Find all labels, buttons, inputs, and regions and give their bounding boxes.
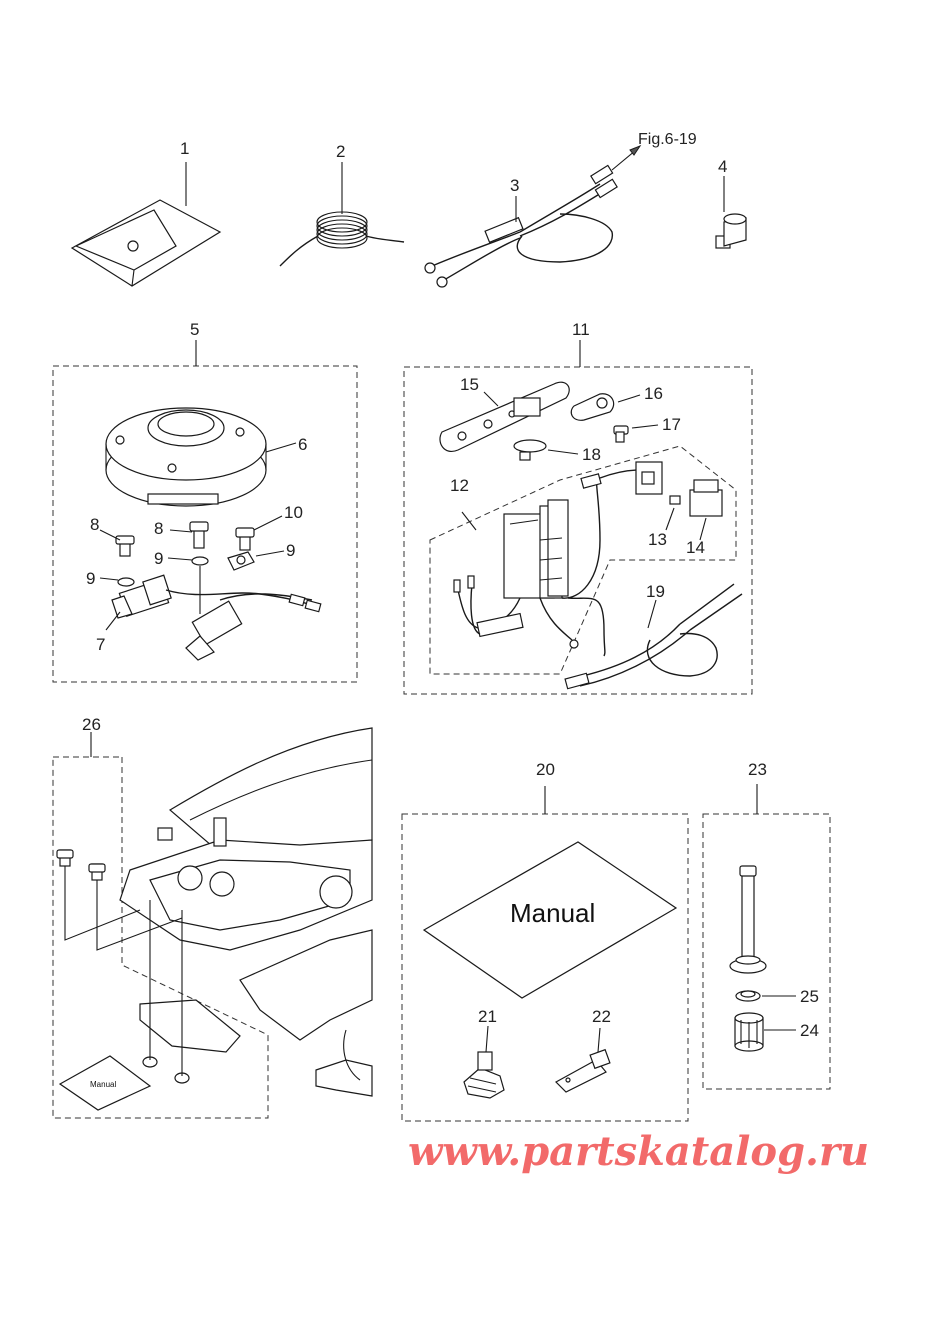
callout-26: 25 xyxy=(800,987,819,1006)
callout-13: 12 xyxy=(450,476,469,495)
part-4-knob xyxy=(715,176,747,249)
part-1-tool-pouch xyxy=(70,162,222,287)
callout-10: 9 xyxy=(286,541,295,560)
callout-14: 13 xyxy=(648,530,667,549)
callout-8b: 8 xyxy=(154,519,163,538)
group-21-manual-kit xyxy=(401,786,689,1122)
callout-19: 18 xyxy=(582,445,601,464)
callout-21: 20 xyxy=(536,760,555,779)
reference-fig: Fig.6-19 xyxy=(638,131,697,148)
callout-12: 11 xyxy=(572,320,590,339)
callout-23: 22 xyxy=(592,1007,611,1026)
callout-1: 1 xyxy=(180,139,189,158)
callout-25: 24 xyxy=(800,1021,819,1040)
group-12-charging-kit xyxy=(403,340,753,695)
callout-18: 17 xyxy=(662,415,681,434)
callout-17: 16 xyxy=(644,384,663,403)
callout-11: 10 xyxy=(284,503,303,522)
callout-6: 6 xyxy=(298,435,307,454)
part-3-lead-wire xyxy=(424,144,642,288)
callout-8a: 8 xyxy=(90,515,99,534)
manual-label-small: Manual xyxy=(90,1080,116,1089)
callout-9b: 9 xyxy=(154,549,163,568)
callout-22: 21 xyxy=(478,1007,497,1026)
group-5-flywheel-assembly xyxy=(52,340,358,683)
callout-3: 3 xyxy=(510,176,519,195)
group-24-fuel-connector xyxy=(702,784,831,1090)
part-2-coiled-cord xyxy=(279,162,405,267)
manual-label: Manual xyxy=(510,898,595,928)
callout-15: 14 xyxy=(686,538,705,557)
callout-2: 2 xyxy=(336,142,345,161)
watermark-text: www.partskatalog.ru xyxy=(408,1128,870,1175)
callout-7: 7 xyxy=(96,635,105,654)
callout-16: 15 xyxy=(460,375,479,394)
callout-9a: 9 xyxy=(86,569,95,588)
callout-27: 26 xyxy=(82,715,101,734)
callout-24: 23 xyxy=(748,760,767,779)
callout-20: 19 xyxy=(646,582,665,601)
callout-4: 4 xyxy=(718,157,727,176)
group-27-bracket-kit xyxy=(52,727,373,1119)
callout-5: 5 xyxy=(190,320,199,339)
